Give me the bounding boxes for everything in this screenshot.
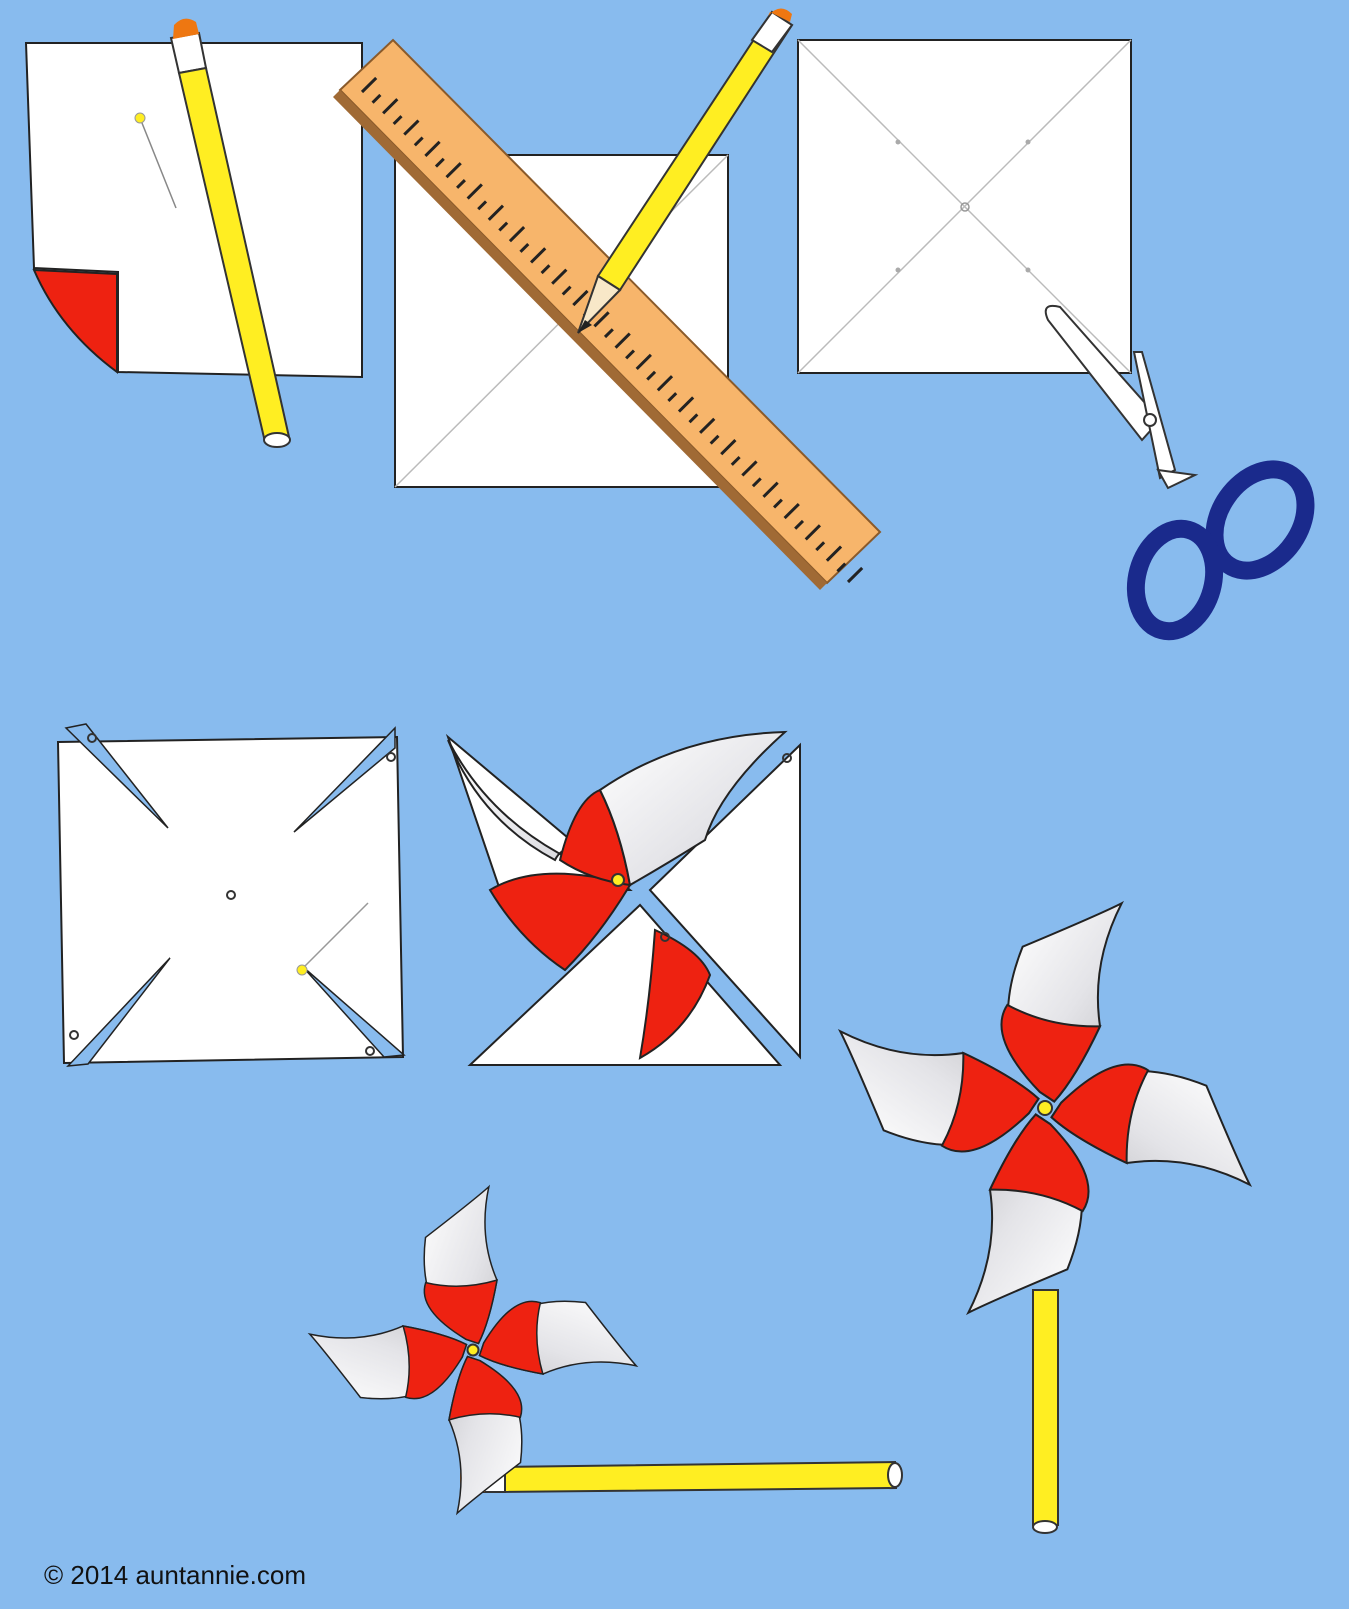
pinwheel-blade: [475, 1293, 636, 1380]
pinwheel-blade: [416, 1187, 503, 1348]
scissors-icon: [1046, 306, 1325, 640]
step6-pinwheel-upright: [823, 886, 1267, 1533]
pin-head: [1038, 1101, 1052, 1115]
step4-paper-slits: [58, 724, 404, 1066]
pinwheel-icon: [310, 1187, 637, 1514]
ruler-tick: [848, 568, 862, 582]
pinwheel-icon: [823, 886, 1267, 1330]
pin-head: [468, 1345, 479, 1356]
step7-pinwheel-on-pencil: [310, 1187, 902, 1514]
step3-paper-marked: [798, 40, 1131, 373]
copyright-credit: © 2014 auntannie.com: [44, 1560, 306, 1591]
pinwheel-blade: [310, 1321, 471, 1408]
step5-folding-blades: [448, 732, 800, 1065]
